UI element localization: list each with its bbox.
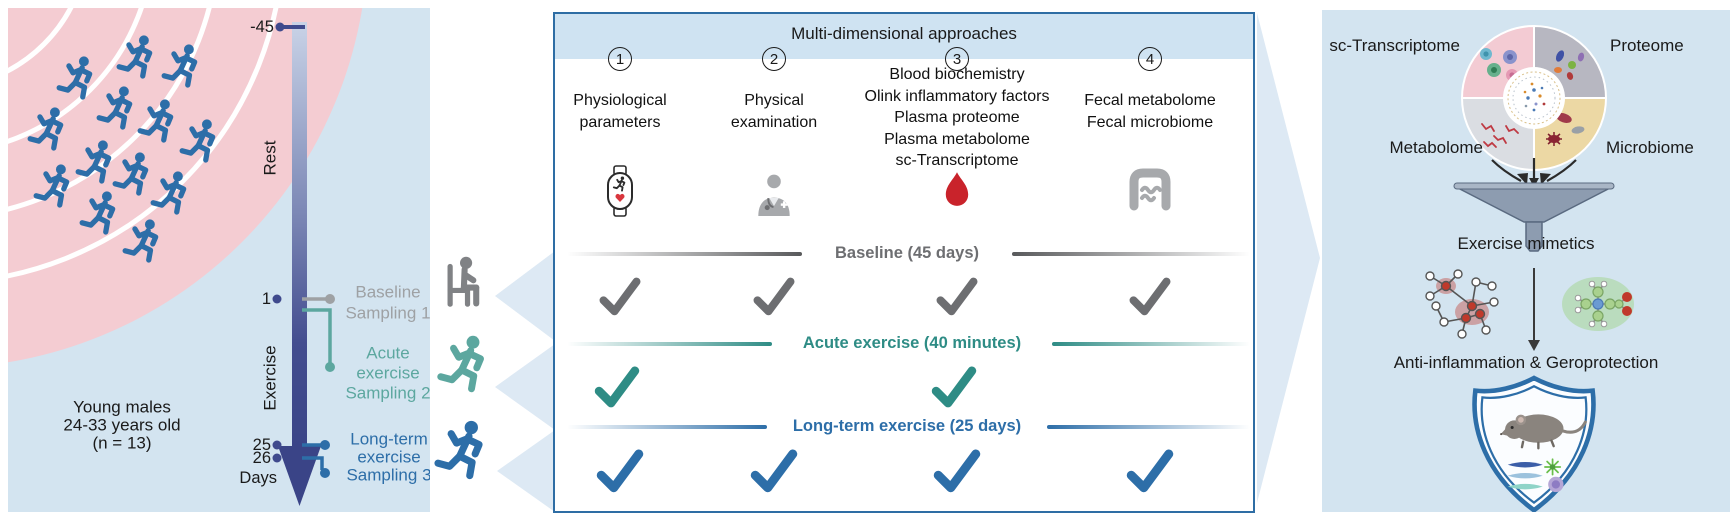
omics-label-microbiome: Microbiome	[1606, 138, 1694, 157]
row-connector-triangle	[495, 251, 555, 341]
omics-label-proteome: Proteome	[1610, 36, 1684, 55]
nanoparticle-dots	[1523, 82, 1546, 112]
timeline-day-26: 26	[253, 449, 271, 467]
baseline-row-label: Baseline (45 days)	[835, 244, 979, 262]
check-icon	[1128, 277, 1172, 317]
longterm-line-left	[567, 425, 767, 429]
svg-text:Sampling 2: Sampling 2	[345, 384, 430, 403]
sampling3-label: Long-term exercise Sampling 3	[346, 430, 431, 485]
sampling2-dot	[325, 362, 335, 372]
column-4-number: 4	[1138, 47, 1162, 71]
timeline-arrowhead-icon	[278, 446, 321, 506]
svg-text:Acute: Acute	[366, 344, 409, 363]
acute-row-label: Acute exercise (40 minutes)	[802, 334, 1022, 352]
timeline-day-minus45: -45	[250, 18, 274, 36]
longterm-dot	[320, 440, 330, 450]
check-icon	[595, 449, 645, 494]
approaches-panel: Multi-dimensional approaches 1 2 3 4 Phy…	[553, 12, 1255, 513]
svg-text:exercise: exercise	[356, 364, 419, 383]
check-icon	[1125, 449, 1175, 494]
svg-text:Long-term: Long-term	[350, 430, 427, 449]
doctor-icon	[751, 172, 797, 216]
approaches-title: Multi-dimensional approaches	[791, 24, 1017, 43]
approaches-header-band	[555, 14, 1253, 59]
integration-art	[1425, 24, 1634, 514]
mouse-icon	[1500, 414, 1587, 450]
baseline-line-left	[567, 252, 802, 256]
cohort-panel-art: -45 1 25 26 Days Rest Exercise Baseline …	[0, 0, 432, 512]
svg-text:Baseline: Baseline	[355, 283, 420, 302]
longterm-row-label: Long-term exercise (25 days)	[792, 417, 1022, 435]
rest-phase-label: Rest	[261, 140, 280, 175]
funnel-icon	[1453, 158, 1615, 252]
longterm-line-right	[1047, 425, 1250, 429]
acute-line-left	[567, 342, 772, 346]
cells-icon	[1480, 48, 1518, 81]
omics-label-metabolome: Metabolome	[1389, 138, 1483, 157]
cohort-description: Young males 24-33 years old (n = 13)	[63, 398, 180, 453]
red-network-molecule-icon	[1425, 269, 1499, 339]
sitting-person-icon	[432, 252, 490, 310]
to-outcome-arrow-icon	[1528, 268, 1540, 351]
column-2-number: 2	[762, 47, 786, 71]
timeline-day-25: 25	[253, 436, 271, 454]
running-person-blue-icon	[431, 419, 493, 481]
svg-text:exercise: exercise	[357, 448, 420, 467]
check-icon	[930, 366, 978, 409]
svg-text:Sampling 1: Sampling 1	[345, 304, 430, 323]
timeline	[272, 22, 335, 506]
check-icon	[598, 277, 642, 317]
sampling3-dot	[320, 468, 330, 478]
check-icon	[749, 449, 799, 494]
metabolite-molecules-icon	[1481, 123, 1519, 148]
sampling1-label: Baseline Sampling 1	[345, 283, 430, 323]
row-connector-triangle	[497, 430, 555, 512]
check-icon	[752, 277, 796, 317]
timeline-days-label: Days	[239, 469, 277, 487]
flow-arrow-icon	[1257, 13, 1320, 503]
svg-text:(n = 13): (n = 13)	[92, 434, 151, 453]
check-icon	[935, 277, 979, 317]
omics-label-sc-transcriptome: sc-Transcriptome	[1329, 36, 1460, 55]
running-track	[0, 0, 364, 364]
outcome-label: Anti-inflammation & Geroprotection	[1393, 353, 1659, 372]
svg-text:24-33 years old: 24-33 years old	[63, 416, 180, 435]
cohort-panel: -45 1 25 26 Days Rest Exercise Baseline …	[0, 0, 432, 512]
integration-panel: sc-Transcriptome Proteome Metabolome Mic…	[1322, 10, 1730, 514]
acute-line-right	[1052, 342, 1250, 346]
blood-drop-icon	[943, 170, 971, 210]
green-molecule-icon	[1562, 277, 1634, 331]
omics-wheel-icon	[1460, 24, 1608, 172]
column-1-number: 1	[608, 47, 632, 71]
baseline-line-right	[1012, 252, 1250, 256]
check-icon	[593, 366, 641, 409]
exercise-phase-label: Exercise	[261, 345, 280, 410]
sampling1-dot	[325, 294, 335, 304]
exercise-mimetics-label: Exercise mimetics	[1457, 234, 1595, 253]
column-3-number: 3	[945, 47, 969, 71]
svg-text:Sampling 3: Sampling 3	[346, 466, 430, 485]
sampling2-label: Acute exercise Sampling 2	[345, 344, 430, 403]
svg-text:Young males: Young males	[73, 398, 171, 417]
shield-mouse-icon	[1472, 375, 1596, 514]
row-connector-triangle	[495, 344, 555, 430]
check-icon	[932, 449, 982, 494]
bacteria-icon	[1546, 113, 1585, 146]
smartwatch-icon	[603, 164, 637, 218]
timeline-day-1: 1	[262, 290, 271, 308]
running-person-teal-icon	[434, 334, 494, 394]
cell-cluster-icon	[1507, 458, 1564, 493]
intestine-icon	[1125, 166, 1175, 212]
protein-blobs-icon	[1554, 50, 1585, 80]
